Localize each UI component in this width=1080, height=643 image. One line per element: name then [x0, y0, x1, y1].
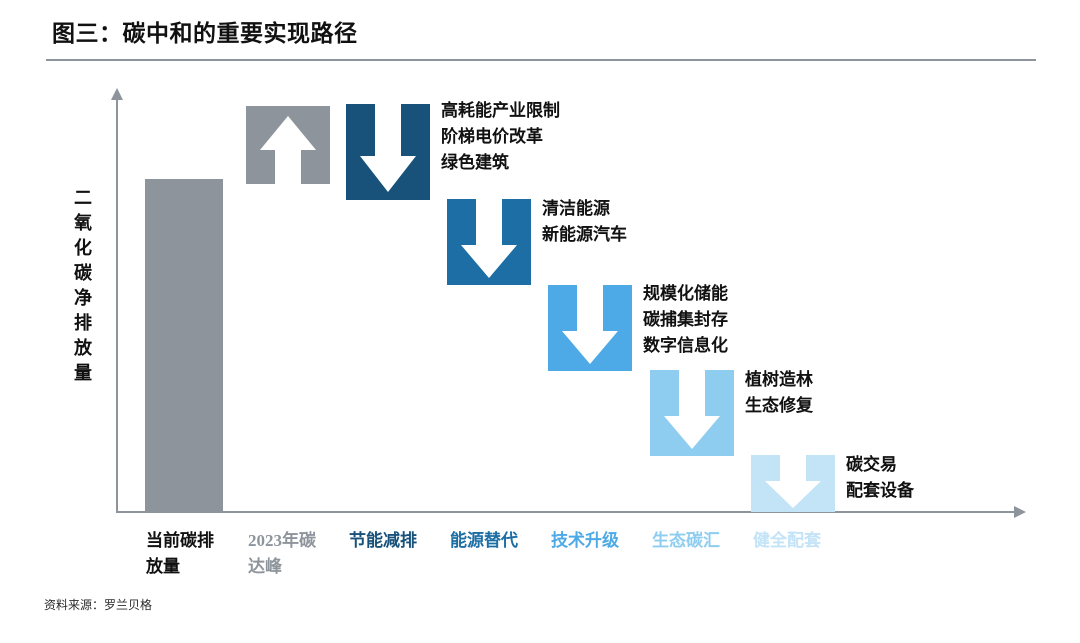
down-arrow-icon [751, 455, 835, 512]
y-axis-line [116, 98, 118, 513]
title-divider [46, 59, 1036, 61]
annotation-technology-upgrade: 规模化储能 碳捕集封存 数字信息化 [643, 284, 728, 355]
source-note: 资料来源：罗兰贝格 [44, 598, 153, 612]
x-tick-label-carbon-peak: 2023年碳达峰 [248, 531, 316, 576]
down-arrow-icon [447, 199, 531, 285]
arrow-block-energy-saving [346, 104, 430, 200]
arrow-block-energy-substitution [447, 199, 531, 285]
arrow-block-carbon-peak [246, 106, 330, 184]
x-tick-label-energy-saving: 节能减排 [349, 531, 417, 550]
y-axis-arrowhead-icon [111, 88, 123, 100]
x-tick-label-supporting-system: 健全配套 [753, 531, 821, 550]
annotation-carbon-sink: 植树造林 生态修复 [745, 370, 813, 415]
down-arrow-icon [548, 285, 632, 371]
annotation-energy-saving: 高耗能产业限制 阶梯电价改革 绿色建筑 [441, 101, 560, 172]
annotation-energy-substitution: 清洁能源 新能源汽车 [542, 199, 627, 244]
down-arrow-icon [650, 370, 734, 456]
x-axis-line [116, 511, 1016, 513]
x-tick-label-current-emissions: 当前碳排放量 [146, 531, 214, 576]
x-axis-arrowhead-icon [1014, 506, 1026, 518]
arrow-block-supporting-system [751, 455, 835, 512]
annotation-supporting-system: 碳交易 配套设备 [846, 455, 914, 500]
x-tick-label-technology-upgrade: 技术升级 [551, 531, 619, 550]
y-axis-title: 二氧化碳净排放量 [74, 188, 92, 383]
page-title: 图三：碳中和的重要实现路径 [52, 21, 358, 46]
arrow-block-carbon-sink [650, 370, 734, 456]
x-tick-label-energy-substitution: 能源替代 [450, 531, 518, 550]
arrow-block-technology-upgrade [548, 285, 632, 371]
down-arrow-icon [346, 104, 430, 200]
bar-current-emissions [145, 179, 223, 512]
up-arrow-icon [246, 106, 330, 184]
x-tick-label-carbon-sink: 生态碳汇 [652, 531, 720, 550]
